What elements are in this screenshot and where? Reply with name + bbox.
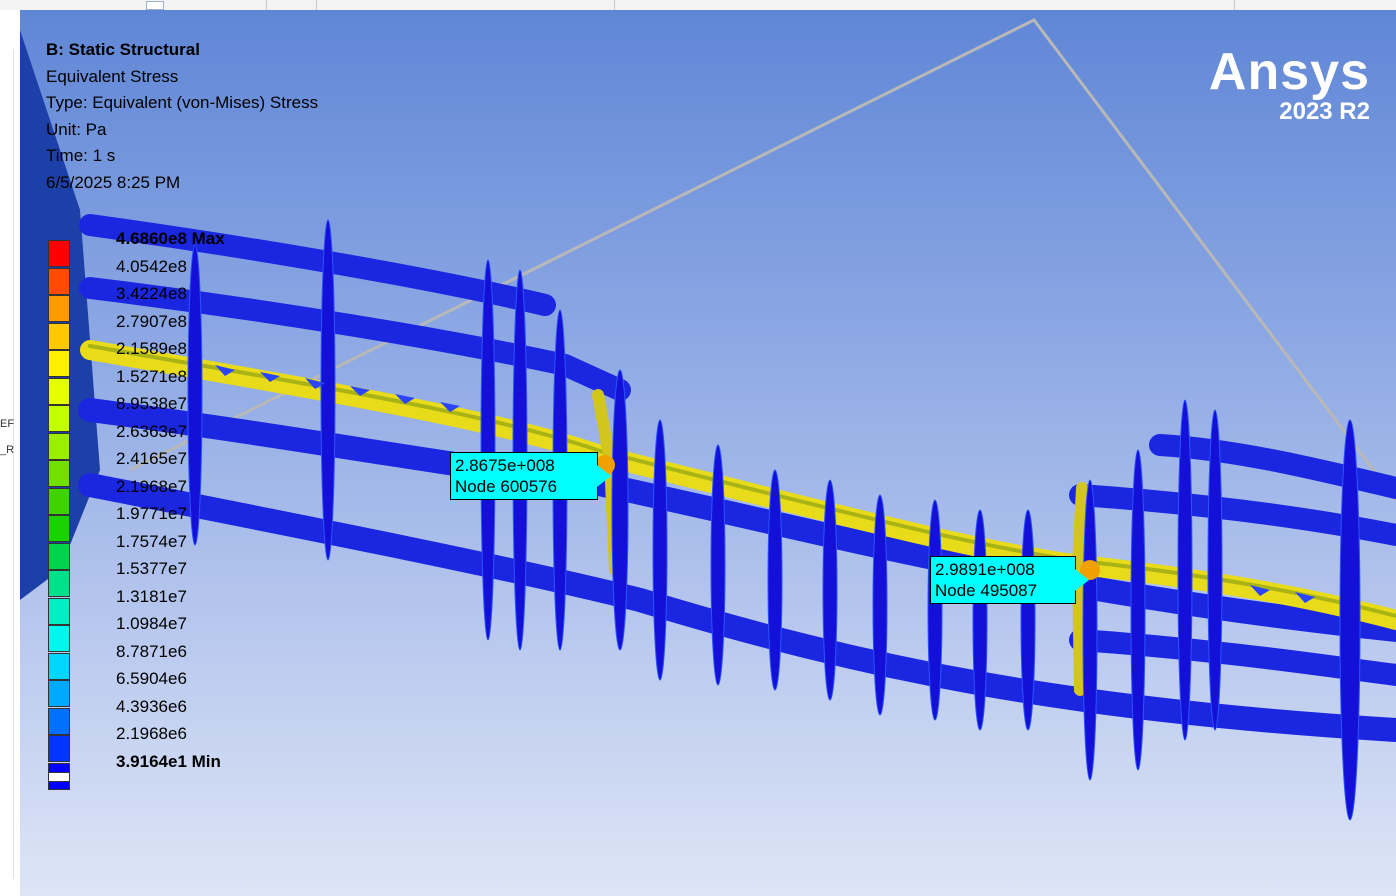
result-time: Time: 1 s: [46, 146, 116, 165]
legend-label[interactable]: 8.7871e6: [116, 641, 187, 661]
legend-label[interactable]: 3.4224e8: [116, 284, 187, 303]
side-label: _R: [0, 444, 15, 456]
legend-color-box: [48, 377, 70, 405]
toolbar-separator: [316, 0, 317, 10]
analysis-title: B: Static Structural: [46, 40, 200, 59]
legend-end-box: [48, 772, 70, 782]
legend-color-box: [48, 707, 70, 735]
panel-divider: [13, 50, 14, 878]
legend-label[interactable]: 1.0984e7: [116, 614, 187, 633]
result-date: 6/5/2025 8:25 PM: [46, 172, 181, 192]
probe-label[interactable]: 2.9891e+008 Node 495087: [930, 556, 1089, 604]
probe-label[interactable]: 2.8675e+008 Node 600576: [450, 452, 611, 500]
probe-value: 2.9891e+008: [935, 560, 1035, 579]
left-panel: EF _R: [0, 10, 20, 896]
legend-color-box: [48, 267, 70, 295]
result-info: B: Static Structural Equivalent Stress T…: [46, 37, 318, 196]
result-type: Type: Equivalent (von-Mises) Stress: [46, 93, 319, 112]
probe-node: Node 600576: [455, 477, 558, 496]
bounding-box-line: [129, 18, 1396, 501]
toolbar-separator: [266, 0, 267, 10]
stringer: [79, 214, 556, 316]
legend-label[interactable]: 2.4165e7: [116, 449, 187, 468]
legend-color-box: [48, 432, 70, 460]
graphics-viewport[interactable]: B: Static Structural Equivalent Stress T…: [20, 10, 1396, 896]
legend-color-box: [48, 405, 70, 432]
stringer: [78, 398, 1396, 642]
legend-label[interactable]: 4.0542e8: [116, 256, 187, 276]
logo-version: 2023 R2: [1279, 98, 1370, 125]
legend-label[interactable]: 2.1589e8: [116, 339, 187, 358]
logo-name: Ansys: [1208, 43, 1370, 101]
legend-label[interactable]: 4.3936e6: [116, 696, 187, 716]
ribs: [187, 219, 1361, 821]
legend-color-box: [48, 350, 70, 377]
legend-label[interactable]: 2.1968e7: [116, 476, 187, 496]
result-name: Equivalent Stress: [46, 66, 179, 86]
legend-color-box: [48, 652, 70, 680]
ansys-logo: Ansys 2023 R2: [1209, 46, 1370, 126]
model-geometry[interactable]: [20, 10, 1396, 896]
legend-color-box: [48, 460, 70, 487]
legend-color-box: [48, 570, 70, 597]
legend-color-box: [48, 487, 70, 515]
connector: [1071, 482, 1088, 696]
legend-color-box: [48, 515, 70, 542]
toolbar-separator: [1234, 0, 1235, 10]
stringer-cutouts: [215, 365, 1315, 603]
legend-label[interactable]: 1.5271e8: [116, 366, 187, 386]
legend-color-box: [48, 597, 70, 625]
legend-label[interactable]: 2.6363e7: [116, 421, 187, 441]
legend-label[interactable]: 1.9771e7: [116, 504, 187, 523]
probe-value: 2.8675e+008: [455, 456, 555, 475]
legend-color-box: [48, 322, 70, 350]
legend-color-box: [48, 625, 70, 652]
stringer: [79, 277, 631, 401]
legend-color-box: [48, 680, 70, 707]
legend-label[interactable]: 8.9538e7: [116, 394, 187, 413]
legend-color-box: [48, 542, 70, 570]
legend-label[interactable]: 1.7574e7: [116, 531, 187, 551]
legend-color-box: [48, 240, 70, 267]
side-label: EF: [0, 418, 15, 430]
legend-color-box: [48, 295, 70, 322]
legend-label[interactable]: 1.5377e7: [116, 559, 187, 578]
legend-label[interactable]: 2.7907e8: [116, 311, 187, 331]
legend-color-box: [48, 735, 70, 762]
probe-node: Node 495087: [935, 581, 1038, 600]
toolbar-separator: [614, 0, 615, 10]
legend-label[interactable]: 6.5904e6: [116, 669, 187, 688]
stringer: [1069, 484, 1396, 546]
result-unit: Unit: Pa: [46, 119, 107, 139]
legend-label[interactable]: 4.6860e8 Max: [116, 229, 225, 248]
legend-label[interactable]: 2.1968e6: [116, 724, 187, 743]
legend-label[interactable]: 3.9164e1 Min: [116, 751, 221, 771]
legend-label[interactable]: 1.3181e7: [116, 586, 187, 606]
toolbar-button[interactable]: [146, 1, 164, 10]
